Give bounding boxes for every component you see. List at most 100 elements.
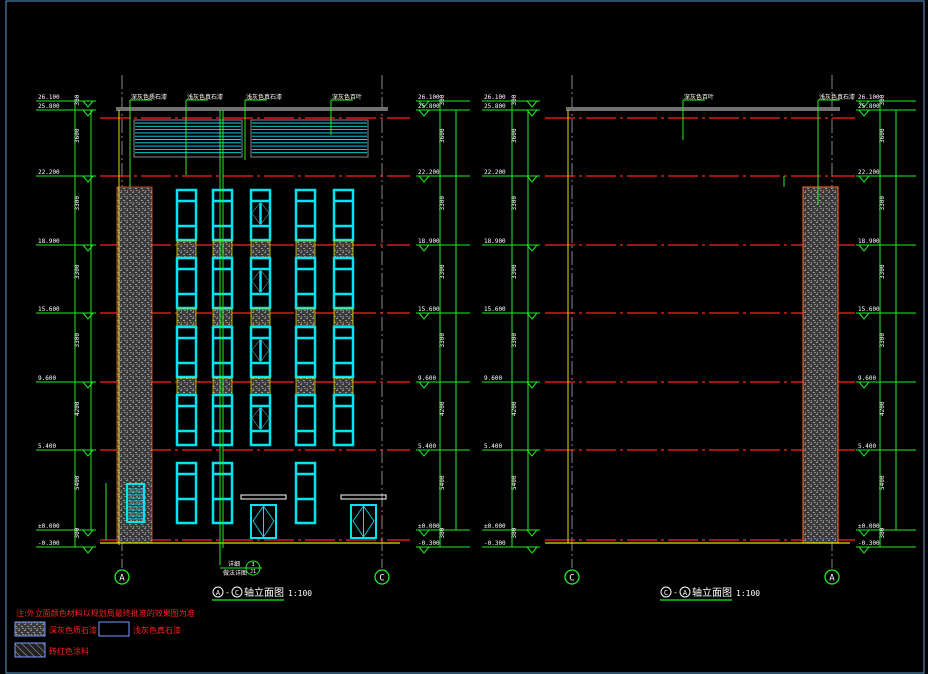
window [294,325,317,379]
window-opening-icon [251,269,270,294]
level-triangle-icon [525,100,539,108]
roof-parapet [566,107,840,111]
spandrel-panel [176,240,197,259]
elevation-label: ±0.000 [418,523,440,530]
window [249,256,272,310]
stone-column [802,186,839,544]
callout-label: 深灰色质石漆 [131,93,167,101]
dimension-label: 3300 [74,264,81,279]
drawing-border [5,0,925,674]
level-triangle-icon [81,100,95,108]
callout-label: 深灰色百叶 [684,93,714,101]
elevation-label: 22.200 [38,169,60,176]
elevation-scale: 1:100 [288,589,312,598]
axis-ref-circle [660,586,672,598]
axis-label: C [569,574,574,584]
elevation-label: 5.400 [484,443,502,450]
level-triangle-icon [417,449,431,457]
level-triangle-icon [525,529,539,537]
window [249,188,272,242]
elevation-label: 22.200 [418,169,440,176]
left-elevation: 26.10025.80022.20018.90015.6009.6005.400… [36,75,470,601]
level-triangle-icon [525,381,539,389]
level-triangle-icon [417,529,431,537]
dimension-label: 3300 [74,196,81,211]
spandrel-panel [295,377,316,396]
dimension-label: 3300 [511,264,518,279]
axis-bubble [564,569,580,585]
dimension-label: 3300 [439,333,446,348]
dimension-label: 3600 [879,128,886,143]
door-swing-icon [352,505,375,538]
elevation-label: 26.100 [484,94,506,101]
axis-label: C [379,574,384,584]
spandrel-panel [333,240,354,259]
window [175,325,198,379]
window [249,325,272,379]
dimension-label: 300 [74,94,81,105]
legend-label: 深灰色质石漆 [49,625,97,635]
dimension-label: 5400 [74,475,81,490]
dimension-label: 3300 [511,333,518,348]
entrance-door [250,504,277,539]
window [175,461,198,525]
spandrel-panel [333,377,354,396]
axis-ref-circle [679,586,691,598]
detail-ref-text: 做法详图 [223,569,247,577]
elevation-label: 5.400 [38,443,56,450]
elevation-label: 26.100 [858,94,880,101]
elevation-label: -0.300 [418,540,440,547]
louver-panel [133,119,243,158]
elevation-label: 25.800 [484,103,506,110]
elevation-label: 5.400 [418,443,436,450]
title-axis-a: C [664,589,668,597]
window [332,256,355,310]
spandrel-panel [295,240,316,259]
window [294,256,317,310]
right-elevation: 26.10025.80022.20018.90015.6009.6005.400… [482,75,916,601]
legend-label: 砖红色涂料 [49,646,89,656]
level-triangle-icon [81,546,95,554]
entrance-canopy [340,494,387,500]
dimension-label: 5400 [511,475,518,490]
level-triangle-icon [525,109,539,117]
level-triangle-icon [857,312,871,320]
louver-panel [250,119,369,158]
elevation-label: 9.600 [858,375,876,382]
dimension-label: 3300 [879,333,886,348]
level-triangle-icon [417,100,431,108]
level-triangle-icon [525,449,539,457]
legend: 注:外立面颜色材料以规划局最终批准的效果图为准深灰色质石漆浅灰色真石漆砖红色涂料 [14,608,195,658]
legend-swatch-hatch [14,642,46,658]
dimension-label: 3600 [74,128,81,143]
elevation-label: -0.300 [484,540,506,547]
title-axis-a: A [216,589,221,597]
title-axis-b: A [683,589,688,597]
window [332,188,355,242]
elevation-label: 26.100 [38,94,60,101]
title-dash: - [225,588,230,597]
entrance-canopy [240,494,287,500]
detail-ref-num: 3 [251,562,254,568]
dimension-label: 300 [439,527,446,538]
window [332,393,355,447]
level-triangle-icon [857,175,871,183]
level-triangle-icon [857,244,871,252]
detail-ref-bubble [245,560,261,576]
axis-bubble [114,569,130,585]
dimension-label: 3300 [879,264,886,279]
legend-label: 浅灰色真石漆 [133,625,181,635]
level-triangle-icon [417,312,431,320]
dimension-label: 3300 [74,333,81,348]
dimension-label: 3600 [439,128,446,143]
elevation-label: -0.300 [858,540,880,547]
elevation-label: 22.200 [484,169,506,176]
dimension-label: 300 [511,94,518,105]
elevation-label: ±0.000 [484,523,506,530]
level-triangle-icon [525,175,539,183]
detail-ref-text: 详细 [228,560,240,568]
spandrel-panel [250,240,271,259]
callout-label: 浅灰色真石漆 [187,93,223,101]
elevation-label: 15.600 [38,306,60,313]
